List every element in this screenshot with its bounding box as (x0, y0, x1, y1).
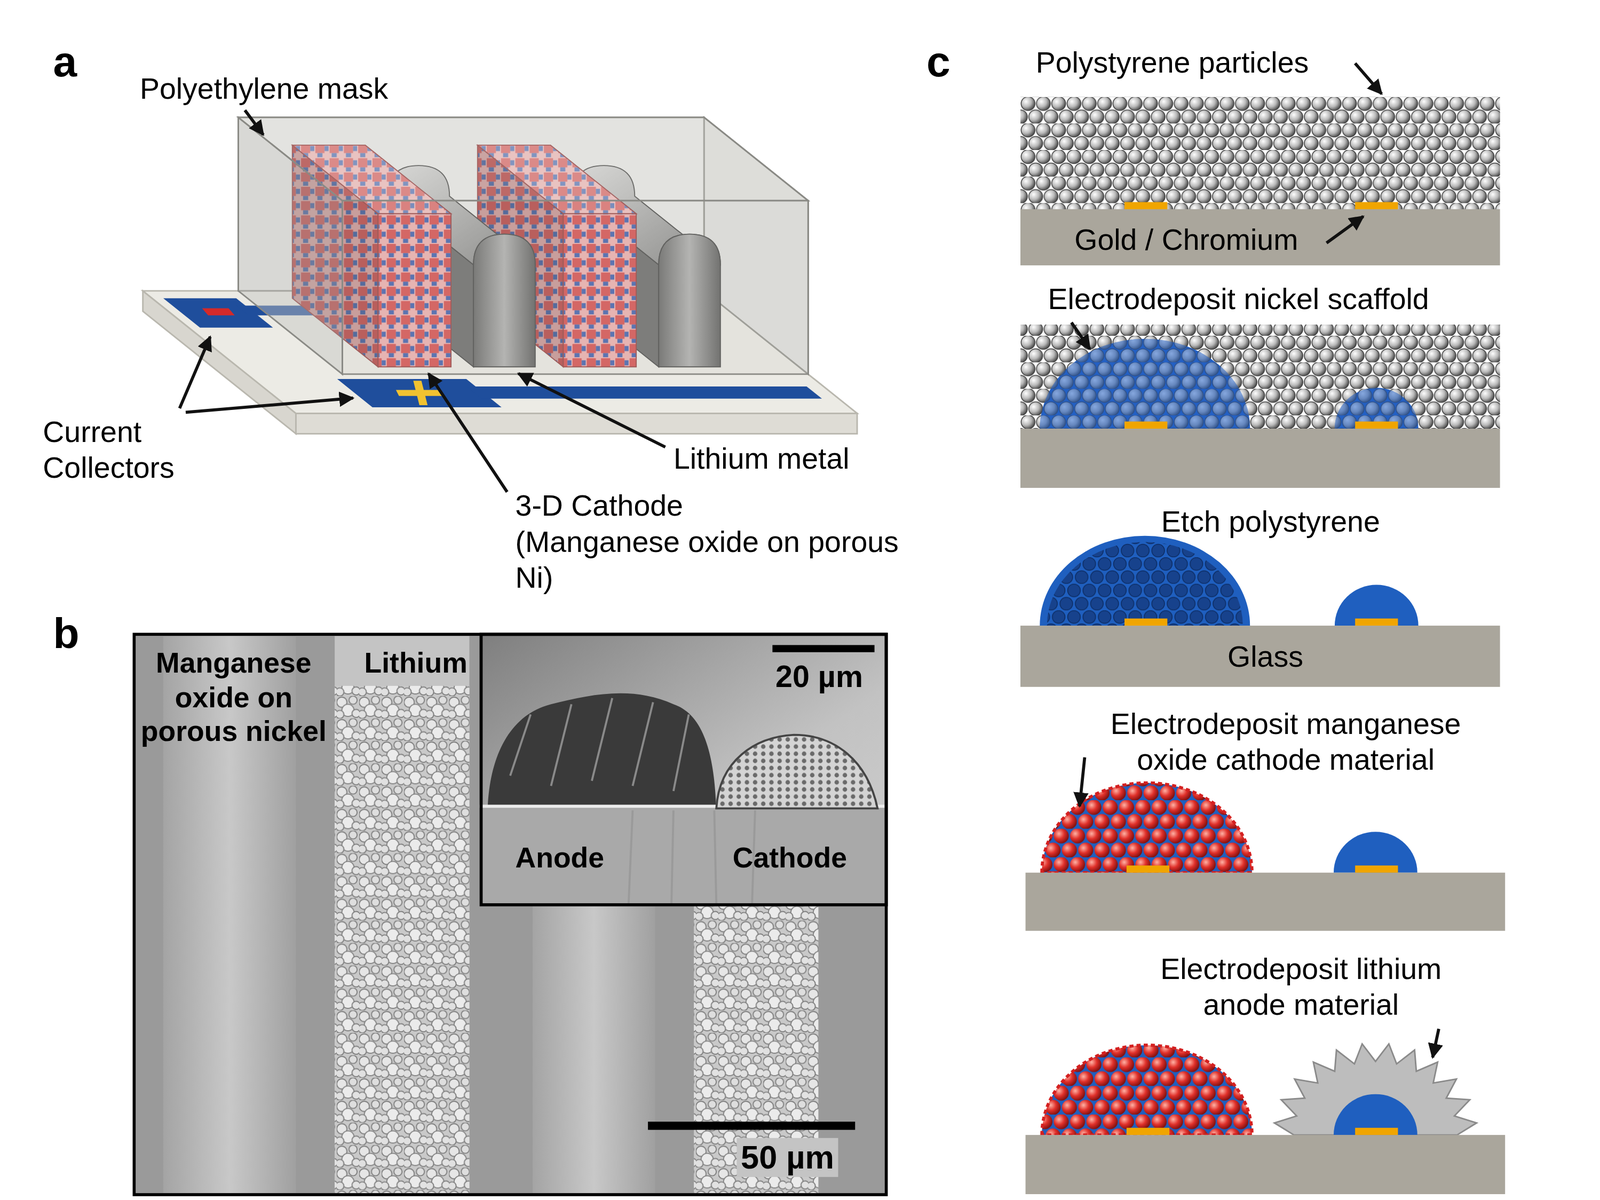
step-label: Electrodeposit manganese oxide cathode m… (1081, 706, 1491, 778)
gold-pad (1355, 421, 1398, 429)
sem-inset: 20 µm Anode Cathode (479, 632, 889, 906)
gold-pad (1124, 202, 1168, 210)
electrode-label: Manganese oxide on porous nickel (135, 645, 332, 749)
part-label: 3-D Cathode (515, 487, 684, 524)
nickel-dome (1334, 387, 1419, 429)
scale-bar (772, 644, 875, 652)
nickel-dome (1039, 338, 1250, 429)
minus-symbol (202, 307, 235, 315)
cathode-dome (1041, 1044, 1253, 1135)
step-label: Electrodeposit nickel scaffold (1048, 281, 1430, 318)
leader-arrow (179, 336, 211, 409)
electrode-label: Cathode (732, 840, 847, 875)
sem-panel: 20 µm Anode Cathode Manganese oxide on poro… (132, 632, 889, 1196)
nickel-dome (1039, 338, 1250, 429)
nickel-scaffold (1039, 535, 1250, 626)
gold-pad (1355, 618, 1398, 626)
step-label: Polystyrene particles (1035, 44, 1310, 81)
leader-arrow (244, 109, 264, 135)
leader-arrows (179, 109, 666, 492)
plus-symbol (413, 380, 428, 406)
polystyrene-particles (1020, 324, 1501, 429)
step-lithium (1025, 1028, 1506, 1194)
part-label: Polyethylene mask (139, 71, 388, 108)
gold-pad (1355, 865, 1398, 873)
inset-background (479, 632, 889, 906)
leader-arrow (1326, 216, 1364, 243)
panel-letter: b (52, 608, 79, 660)
gold-pad (1355, 1127, 1398, 1135)
panel-letter: c (926, 36, 951, 89)
leader-arrow (1432, 1028, 1439, 1058)
glass-substrate (1020, 209, 1501, 266)
gold-pad (1124, 421, 1168, 429)
leader-arrow (1355, 63, 1382, 94)
glass-substrate (1020, 625, 1501, 687)
nickel-scaffold (1333, 831, 1418, 873)
step-cathode (1025, 757, 1506, 931)
leader-arrow (428, 373, 508, 493)
cathode-dome (1041, 782, 1253, 873)
cathode-stripe (532, 906, 655, 1193)
lithium-stripe (334, 685, 470, 1193)
polyethylene-mask (238, 117, 809, 375)
scaffold-pores (1047, 541, 1243, 626)
part-label: Lithium metal (673, 440, 850, 477)
scale-bar-label: 20 µm (775, 658, 863, 695)
nickel-scaffold (1333, 1094, 1418, 1135)
step-label: Electrodeposit lithium anode material (1127, 951, 1475, 1023)
mask-front-face (342, 200, 809, 375)
gold-pad (1355, 202, 1398, 210)
board-front-face (295, 413, 858, 434)
gold-pad (1124, 618, 1168, 626)
substrate-section (479, 805, 889, 906)
step-particles (1020, 63, 1501, 266)
part-label: (Manganese oxide on porous Ni) (515, 524, 945, 596)
leader-arrow (518, 373, 665, 448)
gold-pad (1126, 865, 1170, 873)
step-label: Etch polystyrene (1161, 504, 1381, 541)
polystyrene-particles (1020, 97, 1501, 210)
glass-substrate (1020, 428, 1501, 488)
lithium-deposit (1274, 1043, 1477, 1136)
part-label: Gold / Chromium (1074, 222, 1298, 259)
nickel-dome (1334, 387, 1419, 429)
leader-arrow (185, 398, 354, 413)
electrode-label: Anode (515, 840, 605, 875)
gold-pad (1126, 1127, 1170, 1135)
scale-bar (647, 1121, 855, 1130)
leader-arrow (1079, 757, 1085, 807)
lithium-stripe (334, 635, 470, 1193)
anode-fibres (510, 698, 689, 791)
anode-cross-section (487, 693, 717, 809)
part-label: Current Collectors (42, 414, 211, 486)
cathode-cross-section (716, 734, 878, 809)
part-label: Glass (1227, 638, 1304, 675)
sem-inset-image (479, 632, 889, 906)
mask-top-face (238, 117, 809, 201)
mask-back (238, 117, 809, 375)
panel-letter: a (52, 36, 77, 89)
leader-arrow (1071, 322, 1090, 350)
scale-bar-label: 50 µm (736, 1137, 838, 1177)
step-nickel (1020, 322, 1501, 488)
electrode-label: Lithium (346, 645, 485, 680)
nickel-scaffold (1334, 584, 1419, 626)
glass-substrate (1025, 872, 1506, 931)
collector-strip (466, 386, 822, 399)
step-etch (1020, 535, 1501, 687)
glass-substrate (1025, 1134, 1506, 1194)
